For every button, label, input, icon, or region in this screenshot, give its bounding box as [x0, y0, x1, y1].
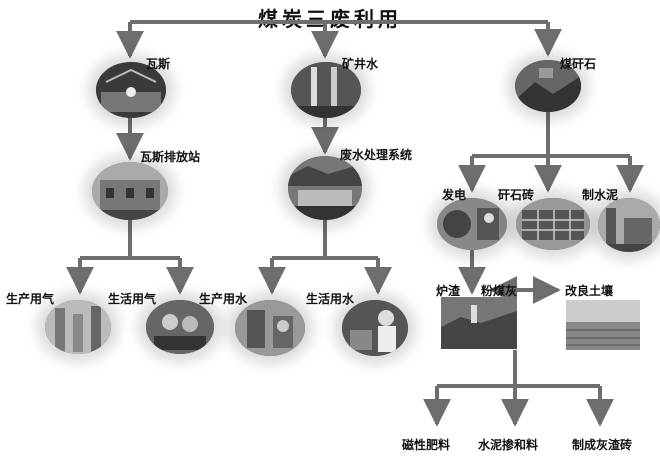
gangue-photo — [515, 60, 581, 112]
production-water-photo — [235, 300, 305, 356]
gas-photo — [96, 62, 166, 118]
cement-label: 制水泥 — [582, 188, 619, 202]
production-gas-photo — [45, 300, 111, 354]
wastewater-photo — [288, 156, 362, 220]
cement-admixture-label: 水泥掺和料 — [478, 438, 539, 452]
gangue-brick-photo — [516, 198, 590, 250]
fly-ash-label: 粉煤灰 — [481, 284, 518, 298]
domestic-water-label: 生活用水 — [306, 292, 355, 306]
soil-photo — [566, 300, 640, 350]
power-label: 发电 — [442, 188, 467, 202]
magnetic-fertilizer-label: 磁性肥料 — [402, 438, 451, 452]
soil-improvement-label: 改良土壤 — [565, 284, 614, 298]
domestic-gas-photo — [146, 300, 214, 354]
mine-water-label: 矿井水 — [342, 57, 379, 71]
cement-photo — [598, 198, 660, 252]
gas-station-label: 瓦斯排放站 — [140, 150, 201, 164]
domestic-water-photo — [342, 300, 408, 356]
gangue-brick-label: 矸石砖 — [498, 188, 535, 202]
power-photo — [437, 198, 507, 250]
gangue-label: 煤矸石 — [560, 57, 597, 71]
slag-ash-photo — [441, 297, 517, 349]
production-gas-label: 生产用气 — [6, 292, 55, 306]
gas-station-photo — [92, 162, 168, 220]
mine-water-photo — [291, 62, 361, 118]
production-water-label: 生产用水 — [199, 292, 248, 306]
domestic-gas-label: 生活用气 — [108, 292, 157, 306]
ash-brick-label: 制成灰渣砖 — [572, 438, 633, 452]
wastewater-label: 废水处理系统 — [340, 148, 413, 162]
gas-label: 瓦斯 — [146, 57, 171, 71]
slag-label: 炉渣 — [436, 284, 461, 298]
diagram-title: 煤炭三废利用 — [258, 7, 402, 31]
